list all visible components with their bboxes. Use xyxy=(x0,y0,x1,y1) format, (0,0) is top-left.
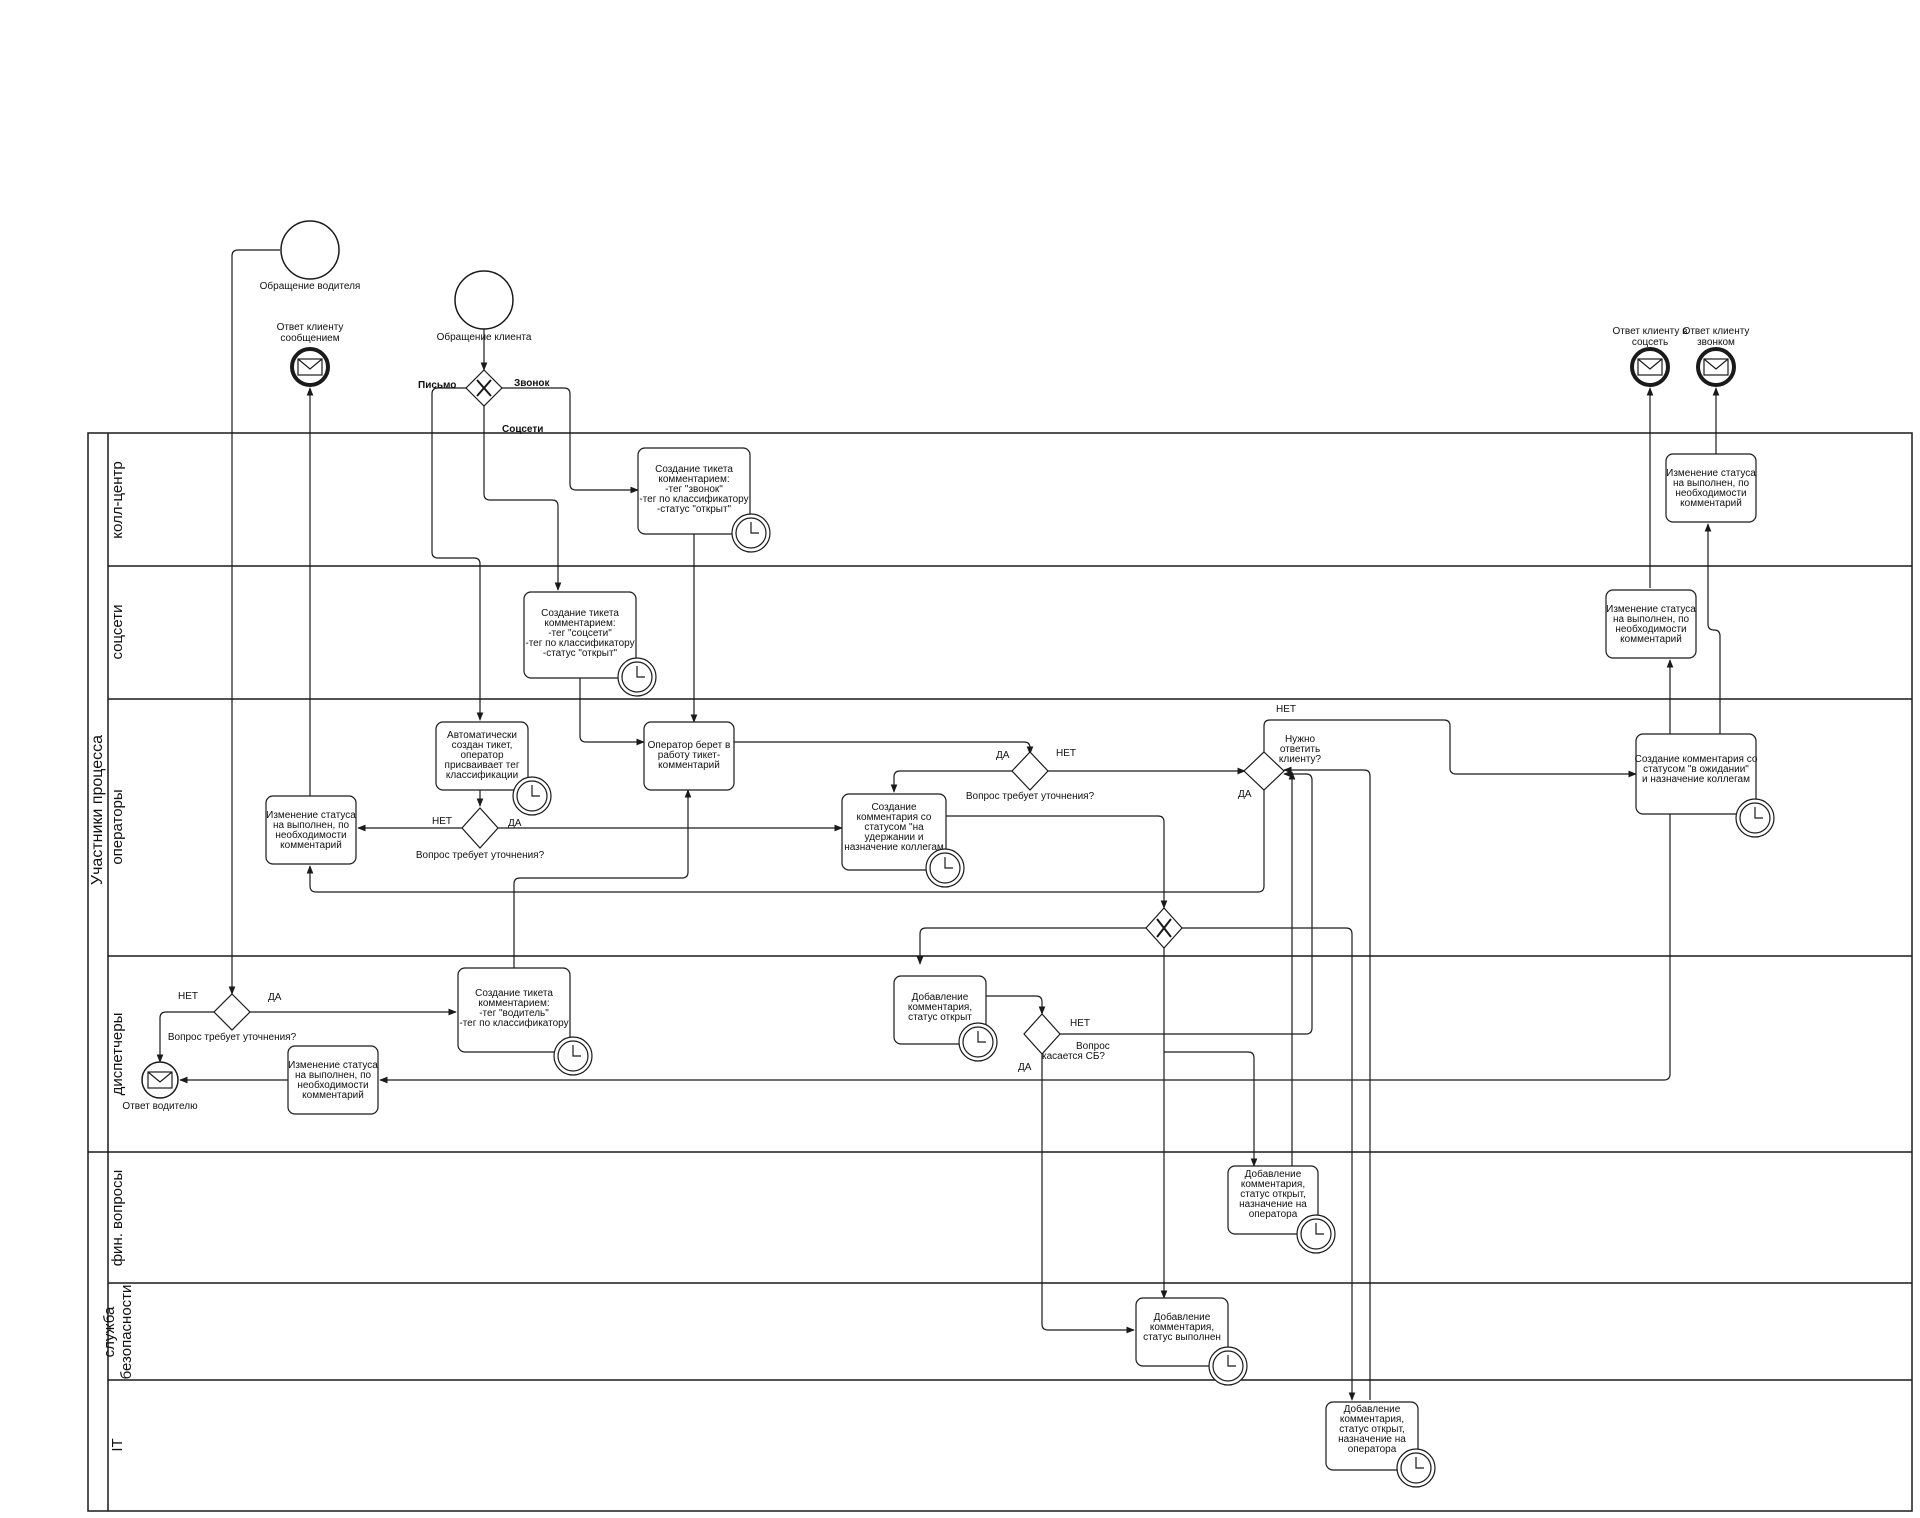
flow-label-no: НЕТ xyxy=(1070,1018,1090,1029)
gateway-need-answer xyxy=(1243,751,1285,791)
clock-icon xyxy=(1735,798,1775,838)
flow-label-yes: ДА xyxy=(1018,1062,1032,1073)
clock-icon xyxy=(553,1036,593,1076)
lane-title-security: службабезопасности xyxy=(101,1285,135,1380)
flow-label-no: НЕТ xyxy=(1276,704,1296,715)
start-event-driver-label: Обращение водителя xyxy=(260,280,361,292)
flow-label-yes: ДА xyxy=(268,992,282,1003)
gateway-take-clarification xyxy=(1011,751,1049,791)
gateway-label: Вопрос требует уточнения? xyxy=(416,849,545,861)
pool-title: Участники процесса xyxy=(89,735,106,885)
flow-label-yes: ДА xyxy=(1238,789,1252,800)
envelope-icon xyxy=(141,1061,179,1099)
flow-label-no: НЕТ xyxy=(1056,748,1076,759)
flow-label-yes: ДА xyxy=(996,750,1010,761)
clock-icon xyxy=(617,657,657,697)
clock-icon xyxy=(512,776,552,816)
gateway-operator-clarification xyxy=(461,807,499,849)
flow-label-call: Звонок xyxy=(514,378,551,389)
flow-label-no: НЕТ xyxy=(432,816,452,827)
flow-label-yes: ДА xyxy=(508,818,522,829)
start-event-client-label: Обращение клиента xyxy=(437,331,532,343)
flow-label-letter: Письмо xyxy=(418,380,456,391)
start-event-driver xyxy=(280,220,340,280)
gateway-label: Вопрос требует уточнения? xyxy=(966,790,1095,802)
lane-title-operators: операторы xyxy=(109,789,126,864)
envelope-icon xyxy=(1696,347,1736,387)
lane-title-dispatchers: диспетчеры xyxy=(109,1013,126,1096)
clock-icon xyxy=(925,848,965,888)
envelope-icon xyxy=(1630,347,1670,387)
pool xyxy=(87,432,1913,1512)
gateway-label: Вопрос требует уточнения? xyxy=(168,1031,297,1043)
clock-icon xyxy=(1396,1448,1436,1488)
envelope-icon xyxy=(290,347,330,387)
end-event-reply-driver-label: Ответ водителю xyxy=(122,1101,198,1112)
clock-icon xyxy=(958,1022,998,1062)
gateway-concerns-sb xyxy=(1023,1013,1061,1055)
timer-icons xyxy=(512,513,1775,1488)
gateway-dispatcher-clarification xyxy=(213,993,251,1031)
flow-label-no: НЕТ xyxy=(178,991,198,1002)
lane-title-it: IT xyxy=(109,1438,126,1451)
lane-title-finance: фин. вопросы xyxy=(109,1170,126,1267)
lane-title-social: соцсети xyxy=(109,604,126,659)
exclusive-gateway-channel xyxy=(465,369,503,407)
clock-icon xyxy=(731,513,771,553)
sequence-flows xyxy=(156,249,1721,1401)
flow-label-social: Соцсети xyxy=(502,424,543,435)
clock-icon xyxy=(1296,1214,1336,1254)
lane-title-callcenter: колл-центр xyxy=(109,461,126,539)
clock-icon xyxy=(1208,1346,1248,1386)
parallel-gateway xyxy=(1145,907,1183,949)
start-event-client xyxy=(454,270,514,330)
